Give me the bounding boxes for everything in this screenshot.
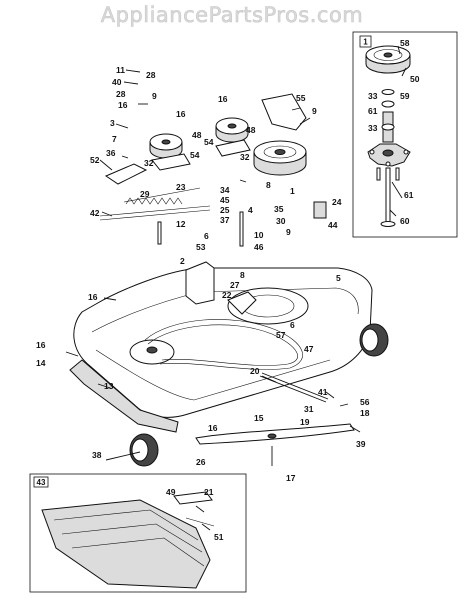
callout-11: 11 xyxy=(116,65,125,75)
callout-56: 56 xyxy=(360,397,370,407)
callout-9: 9 xyxy=(286,227,291,237)
callout-16: 16 xyxy=(218,94,228,104)
callout-53: 53 xyxy=(196,242,206,252)
callout-54: 54 xyxy=(190,150,200,160)
callout-14: 14 xyxy=(36,358,46,368)
callout-16: 16 xyxy=(176,109,186,119)
callout-45: 45 xyxy=(220,195,230,205)
callout-19: 19 xyxy=(300,417,310,427)
callout-40: 40 xyxy=(112,77,122,87)
callout-9: 9 xyxy=(152,91,157,101)
callout-10: 10 xyxy=(254,230,264,240)
callout-1: 1 xyxy=(290,186,295,196)
callout-16: 16 xyxy=(208,423,218,433)
callout-61: 61 xyxy=(404,190,414,200)
drive-pulleys xyxy=(99,93,327,247)
callout-6: 6 xyxy=(290,320,295,330)
callout-54: 54 xyxy=(204,137,214,147)
callout-15: 15 xyxy=(254,413,264,423)
callout-25: 25 xyxy=(220,205,230,215)
callout-39: 39 xyxy=(356,439,366,449)
callout-49: 49 xyxy=(166,487,176,497)
deflector-inset: 43 xyxy=(29,473,247,593)
callout-55: 55 xyxy=(296,93,306,103)
callout-51: 51 xyxy=(214,532,224,542)
callout-12: 12 xyxy=(176,219,186,229)
callout-7: 7 xyxy=(112,134,117,144)
callout-16: 16 xyxy=(118,100,128,110)
callout-26: 26 xyxy=(196,457,206,467)
spindle-assembly-inset: 1 xyxy=(352,31,458,238)
mower-deck-shell xyxy=(69,261,389,467)
callout-22: 22 xyxy=(222,290,232,300)
callout-38: 38 xyxy=(92,450,102,460)
callout-18: 18 xyxy=(360,408,370,418)
callout-8: 8 xyxy=(240,270,245,280)
callout-48: 48 xyxy=(192,130,202,140)
callout-28: 28 xyxy=(146,70,156,80)
callout-24: 24 xyxy=(332,197,342,207)
deflector-inset-label: 43 xyxy=(37,478,46,487)
callout-42: 42 xyxy=(90,208,100,218)
callout-5: 5 xyxy=(336,273,341,283)
callout-50: 50 xyxy=(410,74,420,84)
callout-2: 2 xyxy=(180,256,185,266)
callout-52: 52 xyxy=(90,155,100,165)
callout-23: 23 xyxy=(176,182,186,192)
callout-labels: 11 28 40 28 9 16 3 16 48 7 36 52 32 54 2… xyxy=(36,38,420,542)
callout-58: 58 xyxy=(400,38,410,48)
callout-41: 41 xyxy=(318,387,328,397)
callout-27: 27 xyxy=(230,280,240,290)
callout-16: 16 xyxy=(88,292,98,302)
leader-lines xyxy=(65,45,407,531)
callout-6: 6 xyxy=(204,231,209,241)
callout-33: 33 xyxy=(368,91,378,101)
callout-34: 34 xyxy=(220,185,230,195)
callout-8: 8 xyxy=(266,180,271,190)
callout-47: 47 xyxy=(304,344,314,354)
callout-30: 30 xyxy=(276,216,286,226)
callout-57: 57 xyxy=(276,330,286,340)
spindle-inset-label: 1 xyxy=(363,38,368,47)
callout-20: 20 xyxy=(250,366,260,376)
callout-32: 32 xyxy=(240,152,250,162)
callout-61: 61 xyxy=(368,106,378,116)
callout-28: 28 xyxy=(116,89,126,99)
callout-13: 13 xyxy=(104,381,114,391)
callout-17: 17 xyxy=(286,473,296,483)
callout-21: 21 xyxy=(204,487,214,497)
callout-44: 44 xyxy=(328,220,338,230)
watermark-text: AppliancePartsPros.com xyxy=(101,3,364,27)
callout-3: 3 xyxy=(110,118,115,128)
callout-16: 16 xyxy=(36,340,46,350)
callout-32: 32 xyxy=(144,158,154,168)
callout-59: 59 xyxy=(400,91,410,101)
callout-4: 4 xyxy=(248,205,253,215)
callout-46: 46 xyxy=(254,242,264,252)
callout-31: 31 xyxy=(304,404,314,414)
callout-29: 29 xyxy=(140,189,150,199)
callout-37: 37 xyxy=(220,215,230,225)
callout-35: 35 xyxy=(274,204,284,214)
callout-60: 60 xyxy=(400,216,410,226)
callout-33: 33 xyxy=(368,123,378,133)
callout-9: 9 xyxy=(312,106,317,116)
callout-36: 36 xyxy=(106,148,116,158)
callout-48: 48 xyxy=(246,125,256,135)
